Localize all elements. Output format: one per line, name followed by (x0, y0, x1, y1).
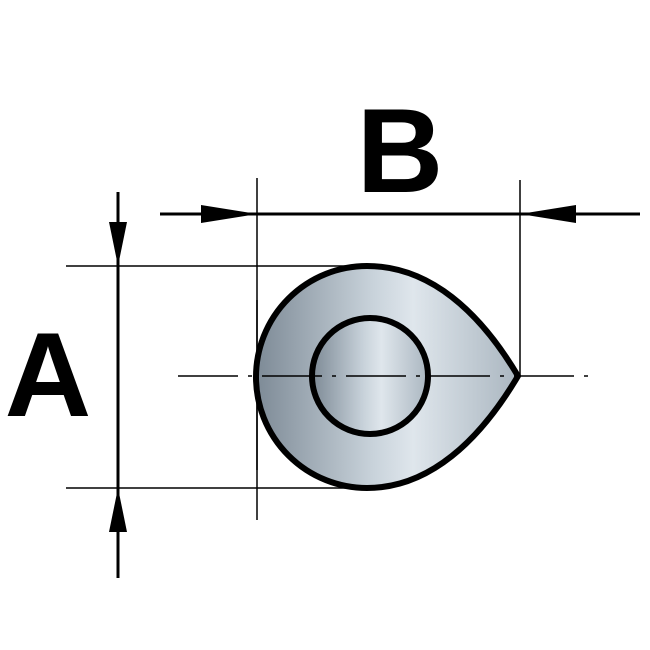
dimension-label-a: A (5, 308, 92, 442)
arrowhead-a-bottom (109, 488, 127, 532)
dimension-label-b: B (357, 84, 444, 218)
arrowhead-b-right (520, 205, 576, 223)
arrowhead-b-left (201, 205, 257, 223)
arrowhead-a-top (109, 222, 127, 266)
